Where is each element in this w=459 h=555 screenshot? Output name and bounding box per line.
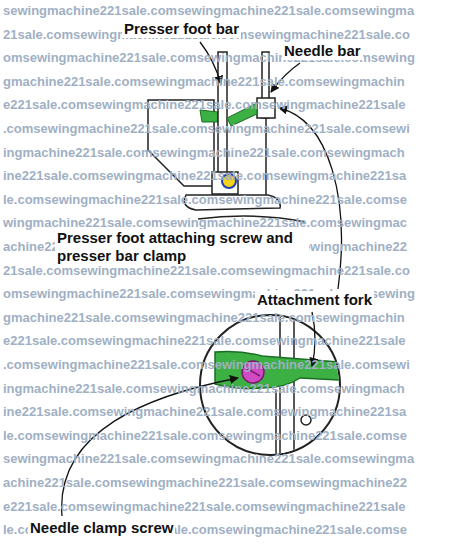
part-label: Needle bar <box>282 42 363 60</box>
watermark: ingmachine221sale.comsewingmachine221sal… <box>3 145 405 160</box>
part-label: Needle clamp screw <box>28 519 175 537</box>
part-label: Presser foot bar <box>122 20 241 38</box>
watermark: le.comsewingmachine221sale.comsewingmach… <box>3 428 407 443</box>
watermark: achine221sale.comsewingmachine221sale.co… <box>3 475 407 490</box>
watermark: gmachine221sale.comsewingmachine221sale.… <box>3 310 405 325</box>
watermark: ine221sale.comsewingmachine221sale.comse… <box>3 404 406 419</box>
watermark: le.comsewingmachine221sale.comsewingmach… <box>3 192 407 207</box>
part-label: Presser foot attaching screw and presser… <box>55 229 309 265</box>
presser-foot-bar <box>218 52 227 188</box>
watermark: sewingmachine221sale.comsewingmachine221… <box>3 3 414 18</box>
needle-detail <box>275 390 277 460</box>
watermark: .comsewingmachine221sale.comsewingmachin… <box>3 121 410 136</box>
leader-line <box>62 378 238 516</box>
watermark: e221sale.comsewingmachine221sale.comsewi… <box>3 499 406 514</box>
watermark: ine221sale.comsewingmachine221sale.comse… <box>3 168 406 183</box>
watermark: sewingmachine221sale.comsewingmachine221… <box>3 451 414 466</box>
watermark: e221sale.comsewingmachine221sale.comsewi… <box>3 333 406 348</box>
part-label: Attachment fork <box>255 291 374 309</box>
watermark: e221sale.comsewingmachine221sale.comsewi… <box>3 97 406 112</box>
watermark: ingmachine221sale.comsewingmachine221sal… <box>3 381 405 396</box>
watermark: gmachine221sale.comsewingmachine221sale.… <box>3 74 405 89</box>
watermark: .comsewingmachine221sale.comsewingmachin… <box>3 357 410 372</box>
